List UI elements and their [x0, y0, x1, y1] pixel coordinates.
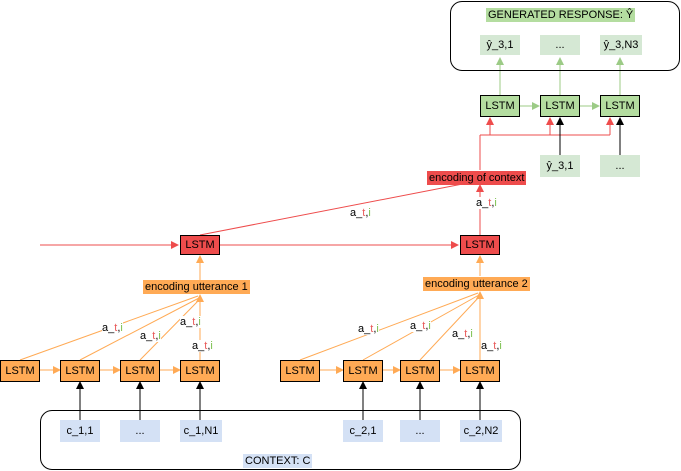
utt2-lstm-1: LSTM: [343, 360, 383, 382]
utt2-lstm-3: LSTM: [460, 360, 500, 382]
attention-label-utt2-1: a_t,i: [358, 323, 379, 335]
encoding-of-context-label: encoding of context: [427, 171, 527, 185]
attention-label-context-1: a_t,i: [350, 207, 371, 219]
attention-label-utt1-2: a_t,i: [140, 330, 161, 342]
context-chain: [40, 117, 614, 249]
decoder-chain: [496, 57, 624, 110]
encoding-utterance-2-label: encoding utterance 2: [423, 277, 530, 291]
output-token-2: ...: [540, 35, 580, 55]
token-arrows-utt2: [359, 381, 484, 420]
attention-label-utt2-3: a_t,i: [452, 328, 473, 340]
attention-label-utt1-1: a_t,i: [102, 322, 123, 334]
token-arrows-utt1: [76, 381, 204, 420]
utt1-lstm-3: LSTM: [180, 360, 220, 382]
utt2-token-2: ...: [400, 420, 440, 442]
decoder-input-2: ...: [600, 155, 640, 177]
utt2-chain: [299, 255, 484, 374]
response-title: GENERATED RESPONSE: Ŷ: [486, 8, 636, 22]
attention-label-utt1-3: a_t,i: [180, 316, 201, 328]
decoder-lstm-2: LSTM: [540, 95, 580, 117]
utt1-lstm-0: LSTM: [0, 360, 40, 382]
context-lstm-2: LSTM: [460, 235, 500, 255]
context-lstm-1: LSTM: [180, 235, 220, 255]
utt2-lstm-2: LSTM: [400, 360, 440, 382]
output-token-3: ŷ_3,N3: [600, 35, 642, 55]
response-frame: [450, 1, 680, 71]
encoding-utterance-1-label: encoding utterance 1: [143, 280, 250, 294]
attention-label-utt2-2: a_t,i: [410, 320, 431, 332]
utt1-token-3: c_1,N1: [180, 420, 222, 442]
attention-label-utt1-4: a_t,i: [192, 340, 213, 352]
utt2-token-3: c_2,N2: [460, 420, 502, 442]
utt2-lstm-0: LSTM: [280, 360, 320, 382]
utt1-lstm-2: LSTM: [120, 360, 160, 382]
utt1-token-2: ...: [120, 420, 160, 442]
attention-label-utt2-4: a_t,i: [481, 340, 502, 352]
decoder-input-1: ŷ_3,1: [540, 155, 580, 177]
decoder-lstm-3: LSTM: [600, 95, 640, 117]
utt1-lstm-1: LSTM: [60, 360, 100, 382]
attention-label-context-2: a_t,i: [476, 197, 497, 209]
utt1-token-1: c_1,1: [60, 420, 100, 442]
decoder-lstm-1: LSTM: [480, 95, 520, 117]
utt1-chain: [19, 255, 204, 374]
output-token-1: ŷ_3,1: [480, 35, 520, 55]
context-title: CONTEXT: C: [243, 454, 313, 468]
context-frame: [40, 410, 521, 470]
decoder-input-arrows: [556, 117, 624, 155]
utt2-token-1: c_2,1: [343, 420, 383, 442]
